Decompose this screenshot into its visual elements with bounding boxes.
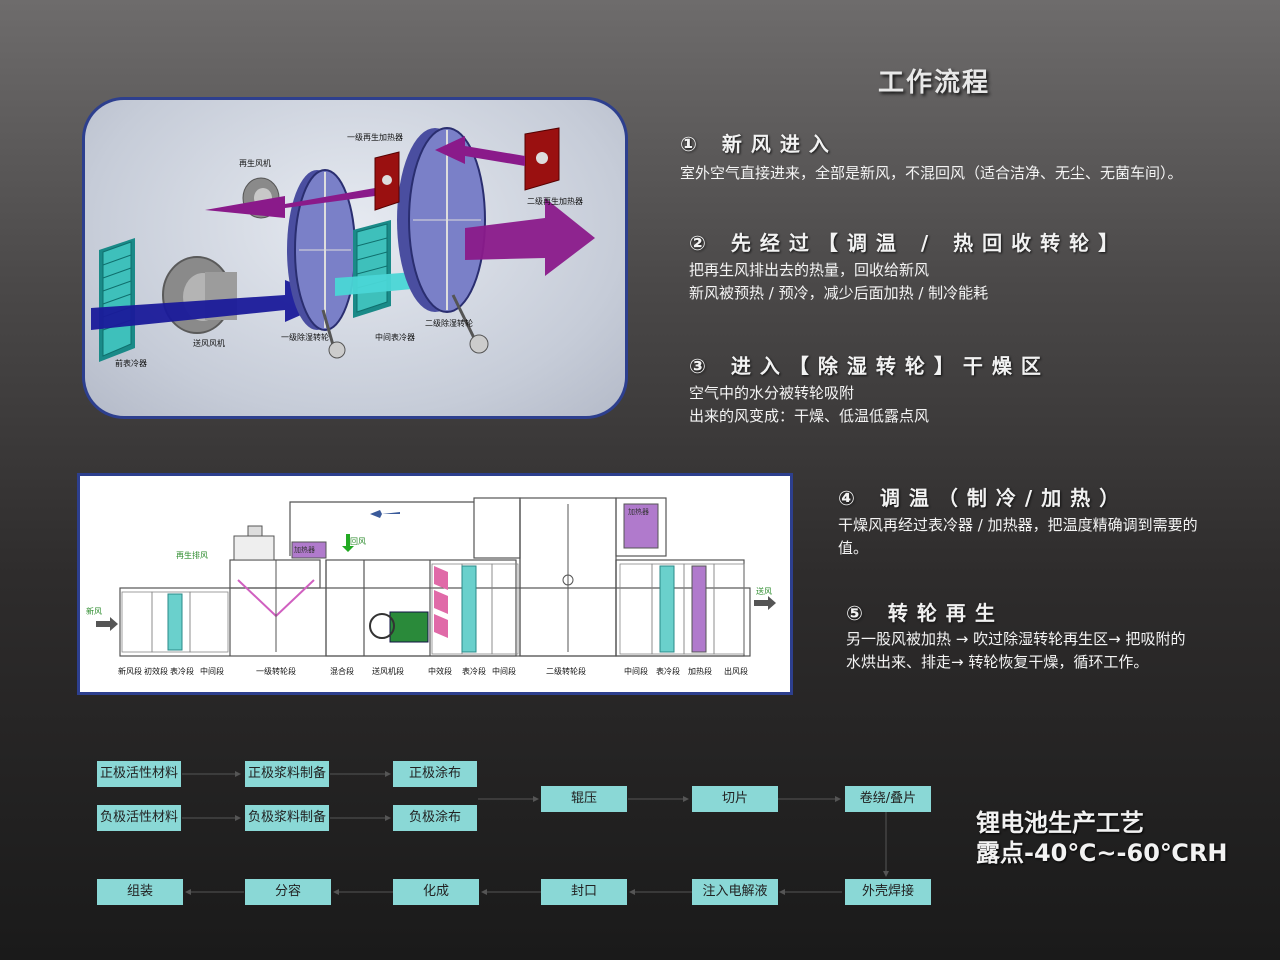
regen-arrow — [205, 188, 375, 218]
section-4-line-2: 值。 — [838, 539, 869, 557]
section-1-line-1: 室外空气直接进来，全部是新风，不混回风（适合洁净、无尘、无菌车间）。 — [680, 164, 1183, 182]
cooler-2 — [461, 565, 477, 653]
sec-label-15: 出风段 — [724, 666, 748, 676]
sec-label-10: 中间段 — [492, 666, 516, 676]
supply-air-arrow — [754, 596, 776, 610]
regen-fan — [233, 535, 275, 561]
label-heater2: 二级再生加热器 — [527, 196, 583, 206]
supply-arrow — [91, 280, 335, 330]
section-1-body: 室外空气直接进来，全部是新风，不混回风（适合洁净、无尘、无菌车间）。 — [680, 162, 1183, 185]
exhaust-arrow — [370, 510, 400, 518]
label-regen-exhaust: 再生排风 — [176, 550, 208, 560]
page-title: 工作流程 — [878, 68, 991, 98]
regen-top-arrow — [435, 136, 525, 166]
sec-label-6: 混合段 — [330, 666, 354, 676]
step-cutting: 切片 — [692, 786, 778, 812]
label-supply-air: 送风 — [756, 586, 772, 596]
ahu-section-svg: 新风 再生排风 回风 送风 加热器 加热器 新风段 初效段 表冷段 中间段 一级… — [86, 497, 776, 676]
label-mid-cooler: 中间表冷器 — [375, 332, 415, 342]
heater-small — [291, 541, 327, 559]
heater-top — [623, 503, 659, 549]
section-2-line-2: 新风被预热 / 预冷，减少后面加热 / 制冷能耗 — [689, 284, 989, 302]
wheel-2 — [397, 127, 489, 354]
label-wheel2: 二级除湿转轮 — [425, 318, 473, 328]
step-rolling: 辊压 — [541, 786, 627, 812]
label-wheel1: 一级除湿转轮 — [281, 332, 329, 342]
section-5-line-1: 另一股风被加热 → 吹过除湿转轮再生区→ 把吸附的 — [846, 630, 1186, 648]
heater-right — [691, 565, 707, 653]
label-pre-cooler: 前表冷器 — [115, 358, 147, 368]
sec-label-8: 中效段 — [428, 666, 452, 676]
step-pos-slurry: 正极浆料制备 — [245, 761, 329, 787]
mid-cooler — [353, 220, 391, 318]
step-sealing: 封口 — [541, 879, 627, 905]
sec-label-7: 送风机段 — [372, 666, 404, 676]
label-heater-small: 加热器 — [294, 545, 315, 554]
process-title-line-2: 露点-40℃~-60℃RH — [976, 839, 1228, 867]
sec-label-3: 表冷段 — [170, 666, 194, 676]
process-title: 锂电池生产工艺 露点-40℃~-60℃RH — [976, 808, 1228, 868]
section-2-line-1: 把再生风排出去的热量，回收给新风 — [689, 261, 930, 279]
section-1-head: ① 新风进入 — [680, 132, 838, 156]
section-5-head: ⑤ 转轮再生 — [846, 601, 1004, 625]
section-4-line-1: 干燥风再经过表冷器 / 加热器，把温度精确调到需要的 — [838, 516, 1198, 534]
supply-fan — [162, 256, 237, 334]
label-regen-fan: 再生风机 — [239, 158, 271, 168]
label-heater: 加热器 — [628, 507, 649, 516]
cooler-1 — [167, 593, 183, 651]
section-2-body: 把再生风排出去的热量，回收给新风 新风被预热 / 预冷，减少后面加热 / 制冷能… — [689, 259, 988, 305]
sec-label-4: 中间段 — [200, 666, 224, 676]
sec-label-14: 加热段 — [688, 666, 712, 676]
section-3-body: 空气中的水分被转轮吸附 出来的风变成：干燥、低温低露点风 — [689, 382, 929, 428]
pre-cooler — [99, 238, 135, 362]
label-supply-fan: 送风风机 — [193, 338, 225, 348]
filter-pink — [434, 566, 448, 590]
return-air-arrow — [342, 534, 354, 552]
step-winding: 卷绕/叠片 — [845, 786, 931, 812]
step-welding: 外壳焊接 — [845, 879, 931, 905]
sec-label-2: 初效段 — [144, 666, 168, 676]
sec-label-11: 二级转轮段 — [546, 666, 586, 676]
step-electrolyte: 注入电解液 — [692, 879, 778, 905]
supply-fan — [389, 611, 429, 643]
dehumidifier-3d-svg: 前表冷器 送风风机 一级除湿转轮 中间表冷器 二级除湿转轮 再生风机 一级再生加… — [91, 127, 595, 368]
ahu-section-diagram: 新风 再生排风 回风 送风 加热器 加热器 新风段 初效段 表冷段 中间段 一级… — [77, 473, 793, 695]
cooler-3 — [659, 565, 675, 653]
step-neg-coating: 负极涂布 — [393, 805, 477, 831]
dehumidifier-3d-diagram: 前表冷器 送风风机 一级除湿转轮 中间表冷器 二级除湿转轮 再生风机 一级再生加… — [82, 97, 628, 419]
process-title-line-1: 锂电池生产工艺 — [976, 809, 1144, 837]
step-pos-material: 正极活性材料 — [97, 761, 181, 787]
sec-label-9: 表冷段 — [462, 666, 486, 676]
fresh-air-arrow — [96, 617, 118, 631]
label-heater1: 一级再生加热器 — [347, 132, 403, 142]
step-pos-coating: 正极涂布 — [393, 761, 477, 787]
step-neg-material: 负极活性材料 — [97, 805, 181, 831]
label-fresh-air: 新风 — [86, 606, 102, 616]
section-5-body: 另一股风被加热 → 吹过除湿转轮再生区→ 把吸附的 水烘出来、排走→ 转轮恢复干… — [846, 628, 1185, 674]
section-3-line-1: 空气中的水分被转轮吸附 — [689, 384, 855, 402]
step-grading: 分容 — [245, 879, 331, 905]
sec-label-12: 中间段 — [624, 666, 648, 676]
step-assembly: 组装 — [97, 879, 183, 905]
sec-label-13: 表冷段 — [656, 666, 680, 676]
step-formation: 化成 — [393, 879, 479, 905]
heater-1 — [374, 151, 400, 211]
process-arrows — [182, 771, 889, 895]
section-5-line-2: 水烘出来、排走→ 转轮恢复干燥，循环工作。 — [846, 653, 1149, 671]
output-arrow — [465, 198, 595, 276]
section-3-line-2: 出来的风变成：干燥、低温低露点风 — [689, 407, 930, 425]
label-return-air: 回风 — [350, 537, 366, 546]
section-3-head: ③ 进入【除湿转轮】干燥区 — [689, 354, 1050, 378]
section-4-head: ④ 调温（制冷/加热） — [838, 486, 1129, 510]
section-4-body: 干燥风再经过表冷器 / 加热器，把温度精确调到需要的 值。 — [838, 514, 1198, 560]
sec-label-1: 新风段 — [118, 666, 142, 676]
sec-label-5: 一级转轮段 — [256, 666, 296, 676]
section-2-head: ② 先经过【调温 / 热回收转轮】 — [689, 231, 1128, 255]
heater-2 — [524, 127, 560, 191]
step-neg-slurry: 负极浆料制备 — [245, 805, 329, 831]
